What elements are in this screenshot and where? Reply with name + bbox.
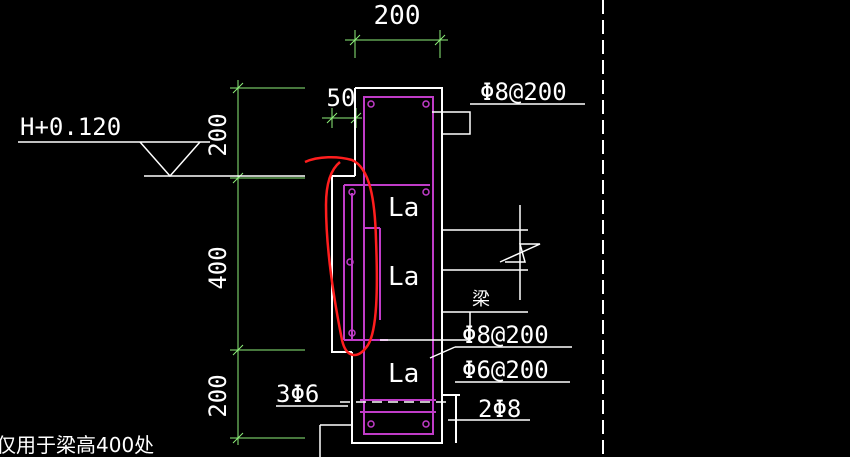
anchorage-label-2: La xyxy=(388,262,419,292)
dim-top-width: 200 xyxy=(374,1,421,31)
dim-height-lower: 200 xyxy=(204,374,232,417)
dim-height-upper: 200 xyxy=(204,113,232,156)
dim-offset: 50 xyxy=(327,84,356,112)
bottom-bars-label: 2Φ8 xyxy=(478,395,521,423)
lower-stirrup-label: Φ6@200 xyxy=(462,356,549,384)
markup-annotation xyxy=(304,156,379,357)
left-bars-label: 3Φ6 xyxy=(276,380,319,408)
leader-lines xyxy=(276,103,585,421)
top-stirrup-label: Φ8@200 xyxy=(480,78,567,106)
middle-stirrup-label: Φ8@200 xyxy=(462,321,549,349)
elevation-marker xyxy=(18,141,305,178)
note-text: 仅用于梁高400处 xyxy=(0,433,154,457)
beam-label: 梁 xyxy=(472,289,490,310)
elevation-label: H+0.120 xyxy=(20,113,121,141)
anchorage-label-1: La xyxy=(388,193,419,223)
anchorage-label-3: La xyxy=(388,359,419,389)
rebar-dots xyxy=(346,100,430,428)
dim-height-middle: 400 xyxy=(204,246,232,289)
beam-break-symbol xyxy=(499,205,541,300)
dimension-lines xyxy=(230,30,448,445)
